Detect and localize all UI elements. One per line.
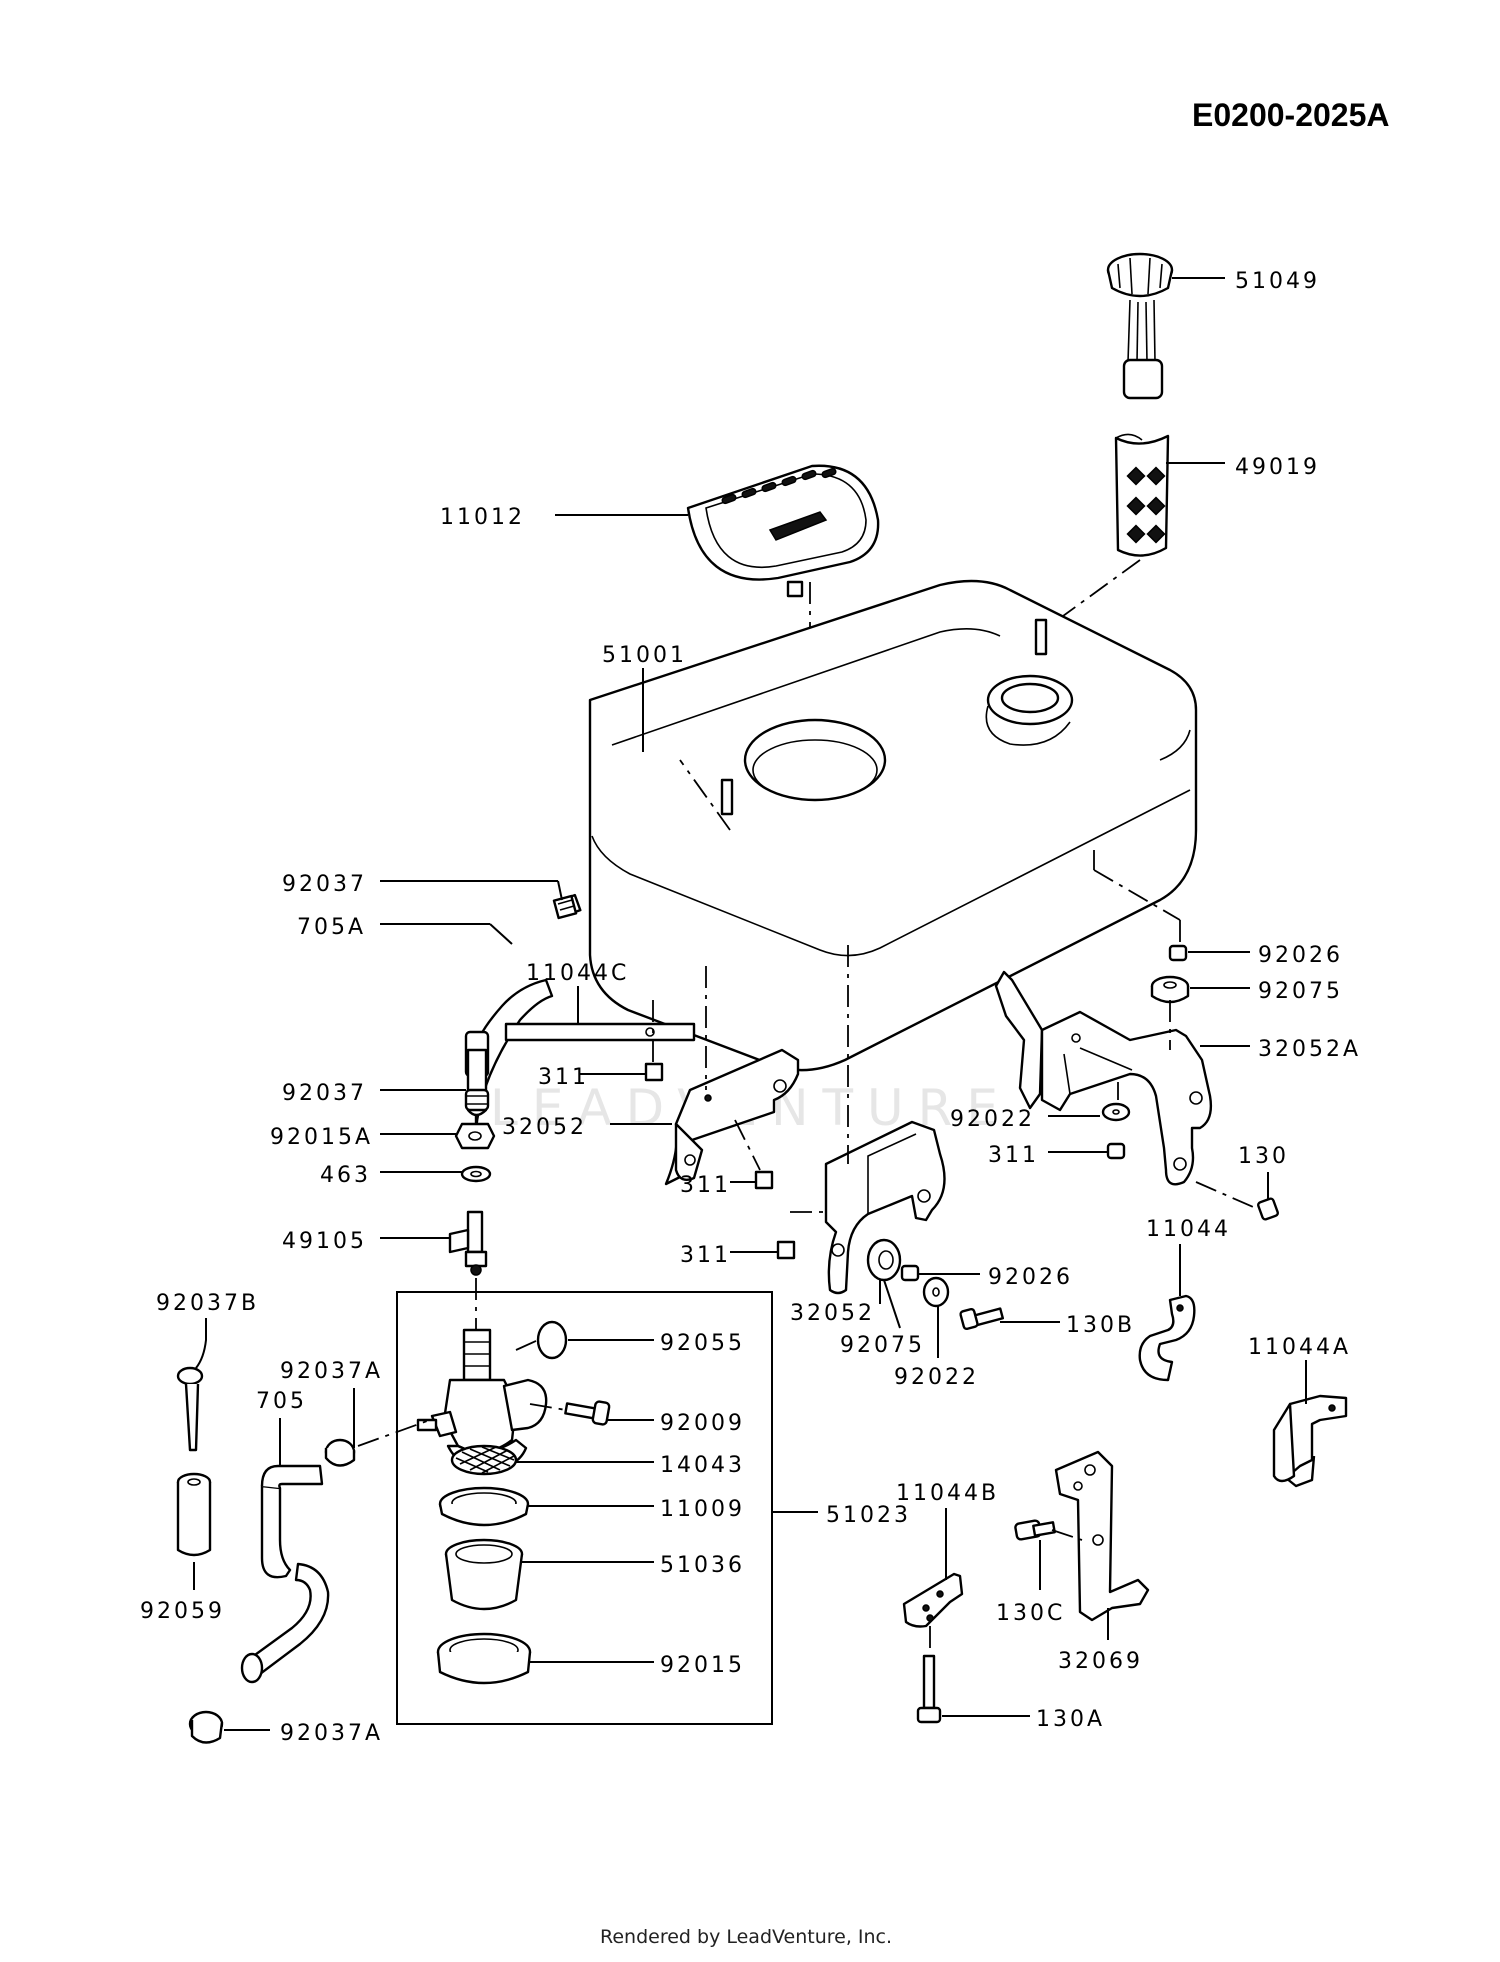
label-92037A-bottom: 92037A bbox=[280, 1721, 383, 1746]
label-49019: 49019 bbox=[1235, 455, 1320, 480]
label-705: 705 bbox=[256, 1389, 307, 1414]
hose-705 bbox=[240, 1464, 330, 1684]
nut-92015A-part bbox=[454, 1122, 496, 1150]
fuel-strainer-part bbox=[1114, 433, 1170, 557]
collar-92026-mid bbox=[900, 1264, 920, 1282]
label-92022-top: 92022 bbox=[950, 1107, 1035, 1132]
label-92037B: 92037B bbox=[156, 1291, 259, 1316]
label-92009: 92009 bbox=[660, 1411, 745, 1436]
label-11012: 11012 bbox=[440, 505, 525, 530]
label-11044A: 11044A bbox=[1248, 1335, 1351, 1360]
label-92075-mid: 92075 bbox=[840, 1333, 925, 1358]
label-32052-left: 32052 bbox=[502, 1115, 587, 1140]
bracket-11044B-part bbox=[902, 1572, 964, 1628]
bracket-32052A-part bbox=[994, 970, 1213, 1186]
label-92075-top: 92075 bbox=[1258, 979, 1343, 1004]
bolt-130 bbox=[1257, 1197, 1279, 1221]
washer-463-part bbox=[460, 1165, 492, 1183]
clamp-92037-top bbox=[552, 894, 578, 920]
footer-credit: Rendered by LeadVenture, Inc. bbox=[600, 1926, 892, 1948]
fuel-valve-assembly-box bbox=[396, 1291, 773, 1725]
clamp-92037-mid bbox=[464, 1088, 490, 1112]
label-311-d: 311 bbox=[988, 1143, 1039, 1168]
label-32069: 32069 bbox=[1058, 1649, 1143, 1674]
label-92037A-top: 92037A bbox=[280, 1359, 383, 1384]
grommet-92075-mid bbox=[866, 1238, 902, 1282]
grommet-92075-top bbox=[1150, 975, 1190, 1004]
washer-92022-mid bbox=[922, 1276, 950, 1308]
label-14043: 14043 bbox=[660, 1453, 745, 1478]
fitting-49105-part bbox=[448, 1210, 488, 1276]
label-705A: 705A bbox=[297, 915, 366, 940]
label-130C: 130C bbox=[996, 1601, 1065, 1626]
label-92037-top: 92037 bbox=[282, 872, 367, 897]
bolt-130B bbox=[959, 1307, 1005, 1331]
label-32052A: 32052A bbox=[1258, 1037, 1361, 1062]
clip-92037B bbox=[176, 1366, 204, 1452]
label-92026-mid: 92026 bbox=[988, 1265, 1073, 1290]
cup-nut-92015 bbox=[436, 1632, 532, 1685]
plate-32069-part bbox=[1054, 1450, 1150, 1622]
label-11044C: 11044C bbox=[526, 961, 629, 986]
fuel-tank-part bbox=[560, 579, 1198, 1072]
label-92037-mid: 92037 bbox=[282, 1081, 367, 1106]
label-463: 463 bbox=[320, 1163, 371, 1188]
tube-92059 bbox=[176, 1472, 212, 1557]
label-51036: 51036 bbox=[660, 1553, 745, 1578]
washer-92022-top bbox=[1101, 1102, 1131, 1122]
label-92026-top: 92026 bbox=[1258, 943, 1343, 968]
bracket-11044C-part bbox=[504, 1022, 696, 1042]
label-51023: 51023 bbox=[826, 1503, 911, 1528]
label-130A: 130A bbox=[1036, 1707, 1105, 1732]
label-11044B: 11044B bbox=[896, 1481, 999, 1506]
gasket-11009 bbox=[438, 1486, 530, 1527]
bracket-32052-mid bbox=[824, 1120, 946, 1295]
nut-311-a bbox=[644, 1062, 664, 1082]
bracket-11044A-part bbox=[1272, 1394, 1348, 1488]
label-92059: 92059 bbox=[140, 1599, 225, 1624]
decal-vent-icons bbox=[721, 467, 837, 505]
label-92022-mid: 92022 bbox=[894, 1365, 979, 1390]
collar-92026-top bbox=[1168, 944, 1188, 962]
diagram-code: E0200-2025A bbox=[1192, 97, 1389, 133]
nut-311-d bbox=[1106, 1142, 1126, 1160]
label-51001: 51001 bbox=[602, 643, 687, 668]
label-130: 130 bbox=[1238, 1144, 1289, 1169]
decal-cover-part bbox=[686, 464, 880, 598]
clamp-92037A-bottom bbox=[188, 1710, 224, 1744]
bolt-130A bbox=[916, 1654, 942, 1724]
nut-311-b bbox=[754, 1170, 774, 1190]
sediment-cup-51036 bbox=[444, 1538, 524, 1611]
bracket-11044-part bbox=[1138, 1294, 1196, 1382]
filter-screen-14043 bbox=[450, 1444, 518, 1476]
label-311-a: 311 bbox=[538, 1065, 589, 1090]
fuel-cap-part bbox=[1106, 252, 1174, 400]
bolt-130C bbox=[1014, 1519, 1056, 1541]
clamp-92037A-top bbox=[324, 1438, 356, 1467]
label-92015A: 92015A bbox=[270, 1125, 373, 1150]
label-11044: 11044 bbox=[1146, 1217, 1231, 1242]
label-32052-mid: 32052 bbox=[790, 1301, 875, 1326]
label-51049: 51049 bbox=[1235, 269, 1320, 294]
label-311-c: 311 bbox=[680, 1243, 731, 1268]
screw-92009-part bbox=[564, 1400, 611, 1426]
label-49105: 49105 bbox=[282, 1229, 367, 1254]
label-92055: 92055 bbox=[660, 1331, 745, 1356]
label-311-b: 311 bbox=[680, 1173, 731, 1198]
label-130B: 130B bbox=[1066, 1313, 1135, 1338]
nut-311-c bbox=[776, 1240, 796, 1260]
label-92015: 92015 bbox=[660, 1653, 745, 1678]
bracket-32052-left bbox=[664, 1048, 800, 1186]
label-11009: 11009 bbox=[660, 1497, 745, 1522]
